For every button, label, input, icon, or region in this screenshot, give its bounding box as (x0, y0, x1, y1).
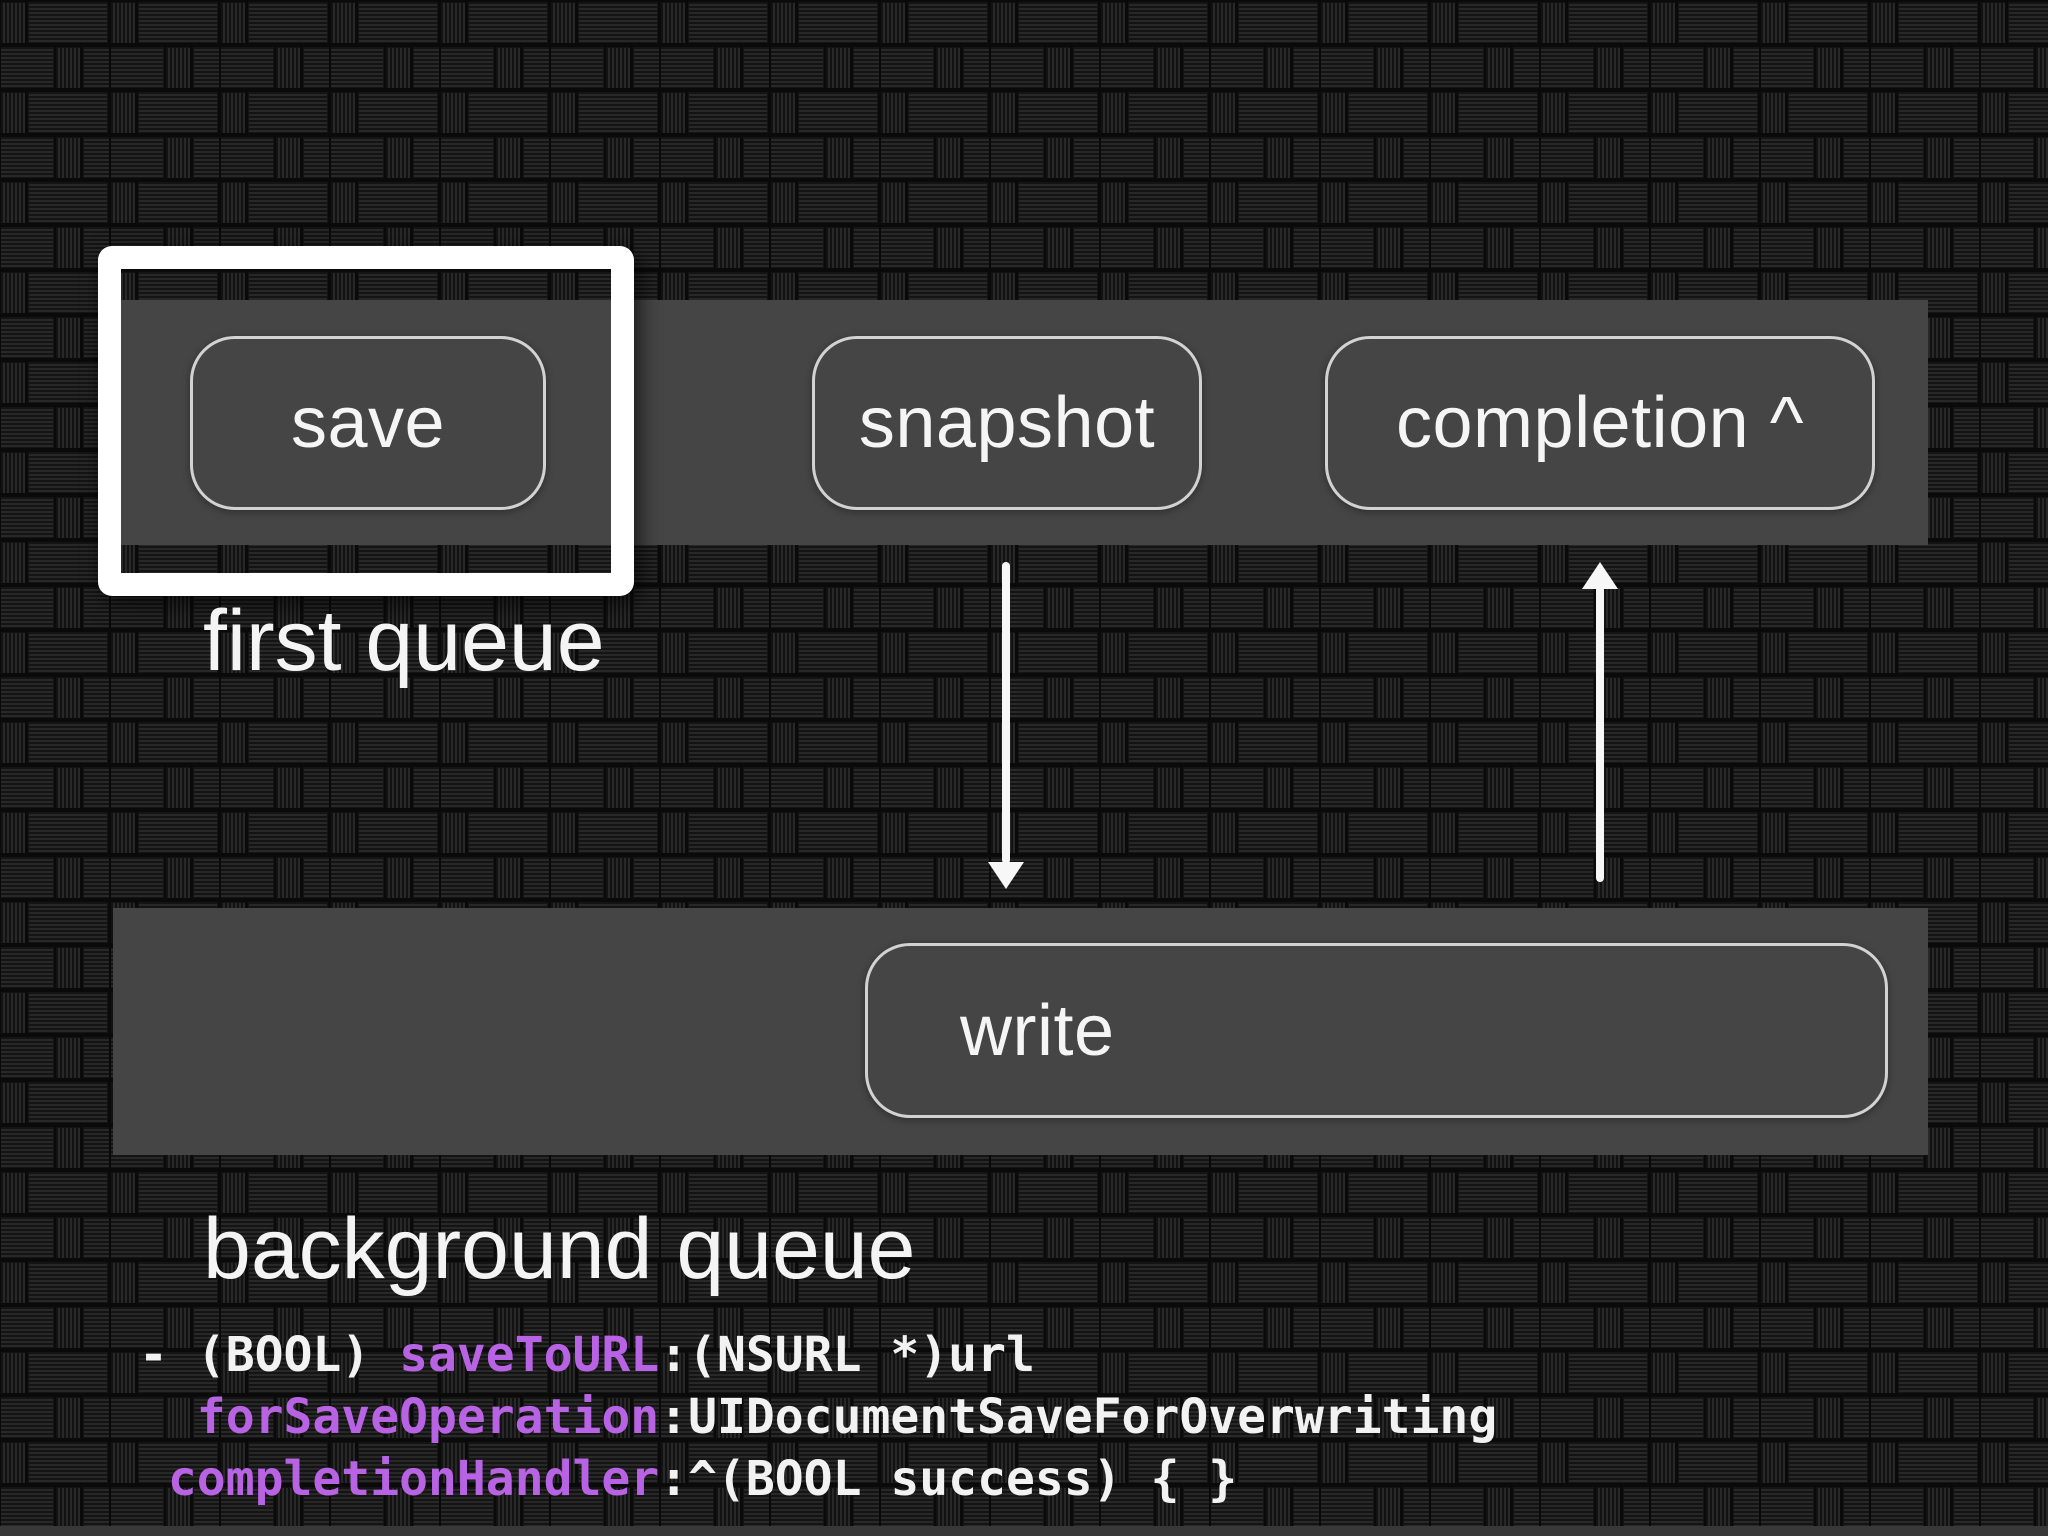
code-text: :(NSURL *)url (659, 1327, 1035, 1383)
diagram-node-completion: completion ^ (1325, 336, 1875, 510)
arrow-down-head (988, 862, 1024, 889)
arrow-up-shaft (1596, 586, 1604, 882)
background-queue-band (113, 908, 1928, 1155)
arrow-down-icon (988, 562, 1024, 889)
code-snippet: - (BOOL) saveToURL:(NSURL *)url forSaveO… (139, 1324, 1497, 1510)
diagram-node-save: save (190, 336, 546, 510)
code-keyword-forsaveoperation: forSaveOperation (196, 1389, 660, 1445)
bottom-edge-strip (0, 1526, 2048, 1536)
arrow-up-head (1582, 562, 1618, 589)
first-queue-label: first queue (203, 593, 605, 689)
diagram-node-snapshot: snapshot (812, 336, 1202, 510)
node-completion-label: completion ^ (1396, 383, 1804, 463)
diagram-node-write: write (865, 943, 1888, 1118)
node-write-label: write (960, 990, 1115, 1071)
highlight-frame (98, 246, 634, 596)
arrow-up-icon (1582, 562, 1618, 882)
code-text: :^(BOOL success) { } (659, 1451, 1238, 1507)
code-text: - (BOOL) (139, 1327, 400, 1383)
code-keyword-completionhandler: completionHandler (167, 1451, 660, 1507)
code-keyword-savetourl: saveToURL (399, 1327, 660, 1383)
node-snapshot-label: snapshot (858, 383, 1156, 463)
first-queue-band (113, 300, 1928, 545)
node-save-label: save (290, 383, 446, 463)
code-text: :UIDocumentSaveForOverwriting (659, 1389, 1498, 1445)
arrow-down-shaft (1002, 562, 1010, 864)
background-queue-label: background queue (203, 1201, 916, 1297)
